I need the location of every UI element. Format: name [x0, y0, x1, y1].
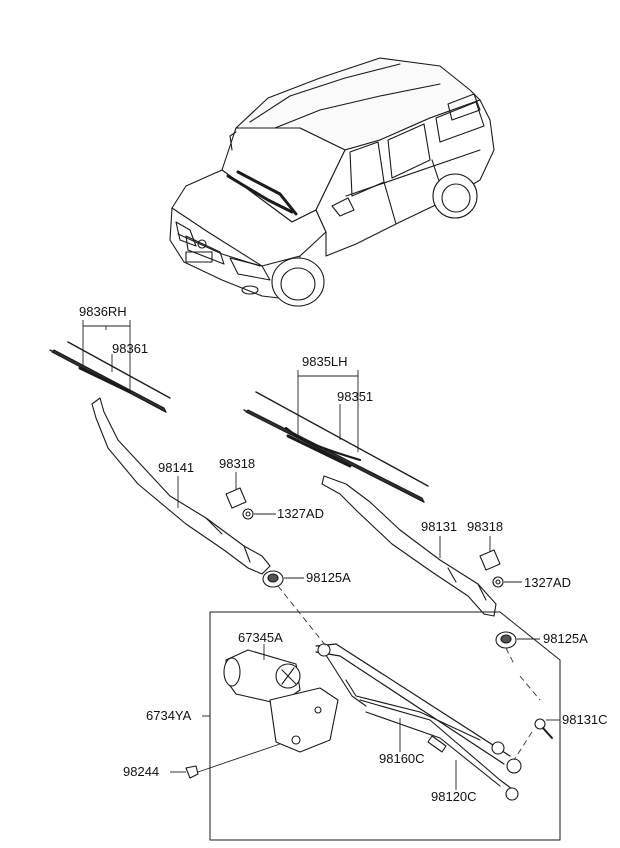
dashed-guides	[277, 585, 541, 761]
label-98125a-rh: 98125A	[306, 570, 351, 585]
label-67345a: 67345A	[238, 630, 283, 645]
label-98125a-lh: 98125A	[543, 631, 588, 646]
wiper-motor	[223, 649, 339, 753]
rh-pivot-cap-part	[262, 570, 284, 588]
lh-pivot-cap-part	[495, 631, 517, 649]
motor-screw-part	[185, 765, 199, 779]
label-98318-rh: 98318	[219, 456, 256, 471]
label-98141: 98141	[158, 460, 195, 475]
linkage-frame	[209, 611, 561, 841]
lh-nut-part	[492, 576, 504, 588]
label-1327ad-rh: 1327AD	[277, 506, 324, 521]
label-9835lh: 9835LH	[302, 354, 348, 369]
label-98131: 98131	[421, 519, 458, 534]
linkage-rods	[315, 643, 522, 801]
leader-lines	[82, 320, 560, 790]
label-98160c: 98160C	[379, 751, 425, 766]
label-1327ad-lh: 1327AD	[524, 575, 571, 590]
label-98318-lh: 98318	[467, 519, 504, 534]
label-98120c: 98120C	[431, 789, 477, 804]
rh-wiper-arm	[91, 397, 271, 575]
lh-cap-part	[479, 549, 501, 571]
rh-nut-part	[242, 508, 254, 520]
rh-cap-part	[225, 487, 247, 509]
bolt-part	[534, 718, 553, 739]
label-6734ya: 6734YA	[146, 708, 192, 723]
lh-wiper-arm	[321, 475, 497, 617]
label-9836rh: 9836RH	[79, 304, 127, 319]
vehicle-illustration	[169, 57, 495, 307]
label-98244: 98244	[123, 764, 160, 779]
label-98351: 98351	[337, 389, 374, 404]
lh-wiper-blade	[243, 391, 429, 503]
label-98361: 98361	[112, 341, 149, 356]
label-98131c: 98131C	[562, 712, 608, 727]
rh-wiper-blade	[49, 341, 171, 413]
